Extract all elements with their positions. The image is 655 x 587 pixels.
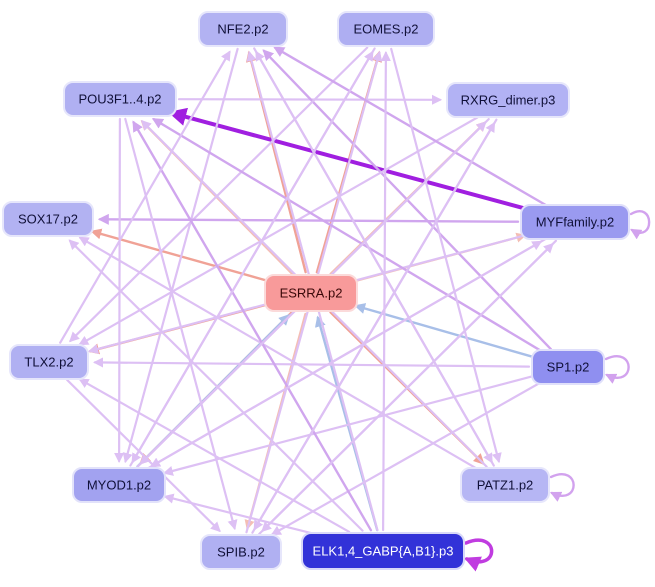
node-nfe2[interactable]: NFE2.p2 bbox=[198, 11, 288, 47]
edge-myf-sox17 bbox=[97, 213, 520, 225]
edge-patz1-nfe2 bbox=[255, 50, 495, 467]
edge-patz1-sox17 bbox=[78, 236, 479, 470]
node-rect-myf[interactable] bbox=[520, 204, 630, 240]
node-rect-sox17[interactable] bbox=[2, 201, 94, 237]
node-rect-myod1[interactable] bbox=[72, 467, 166, 503]
edge-tlx2-spib bbox=[66, 378, 221, 533]
node-rect-pou[interactable] bbox=[63, 81, 177, 117]
self-loop-myf bbox=[629, 210, 651, 240]
node-spib[interactable]: SPIB.p2 bbox=[200, 534, 282, 570]
node-rect-patz1[interactable] bbox=[460, 467, 550, 503]
node-rect-nfe2[interactable] bbox=[198, 11, 288, 47]
edge-spib-myf bbox=[258, 242, 554, 535]
node-rect-elk[interactable] bbox=[301, 532, 465, 570]
edge-rxrg-tlx2 bbox=[78, 116, 479, 346]
edge-pou-spib bbox=[124, 117, 238, 531]
node-myod1[interactable]: MYOD1.p2 bbox=[72, 467, 166, 503]
node-esrra[interactable]: ESRRA.p2 bbox=[264, 274, 358, 312]
edge-myod1-myf bbox=[146, 240, 543, 470]
node-rect-sp1[interactable] bbox=[531, 349, 605, 385]
node-rect-rxrg[interactable] bbox=[446, 82, 570, 118]
self-loop-elk bbox=[464, 538, 494, 572]
node-rect-esrra[interactable] bbox=[264, 274, 358, 312]
node-rect-spib[interactable] bbox=[200, 534, 282, 570]
edge-elk-myod1 bbox=[163, 493, 325, 538]
node-rect-eomes[interactable] bbox=[337, 11, 435, 47]
edge-elk-eomes bbox=[380, 50, 391, 532]
edge-eomes-patz1 bbox=[390, 47, 502, 464]
edge-rxrg-spib bbox=[253, 118, 498, 531]
edge-myod1-eomes bbox=[129, 50, 374, 467]
node-rect-tlx2[interactable] bbox=[9, 344, 89, 380]
edge-sp1-spib bbox=[270, 380, 543, 536]
self-loop-patz1 bbox=[549, 473, 575, 502]
edge-sp1-esrra bbox=[354, 303, 536, 359]
node-elk[interactable]: ELK1,4_GABP{A,B1}.p3 bbox=[301, 532, 465, 570]
node-tlx2[interactable]: TLX2.p2 bbox=[9, 344, 89, 380]
node-pou[interactable]: POU3F1..4.p2 bbox=[63, 81, 177, 117]
node-eomes[interactable]: EOMES.p2 bbox=[337, 11, 435, 47]
edge-sp1-pou bbox=[151, 118, 544, 353]
node-patz1[interactable]: PATZ1.p2 bbox=[460, 467, 550, 503]
self-loop-sp1 bbox=[604, 355, 630, 384]
edge-myf-pou bbox=[167, 107, 532, 212]
node-myf[interactable]: MYFfamily.p2 bbox=[520, 204, 630, 240]
node-sox17[interactable]: SOX17.p2 bbox=[2, 201, 94, 237]
edge-tlx2-nfe2 bbox=[59, 50, 231, 344]
edge-elk-pou bbox=[132, 120, 373, 532]
edge-pou-myod1 bbox=[114, 117, 125, 464]
node-sp1[interactable]: SP1.p2 bbox=[531, 349, 605, 385]
edge-nfe2-myod1 bbox=[122, 47, 239, 464]
edge-sp1-tlx2 bbox=[92, 357, 531, 368]
node-rxrg[interactable]: RXRG_dimer.p3 bbox=[446, 82, 570, 118]
